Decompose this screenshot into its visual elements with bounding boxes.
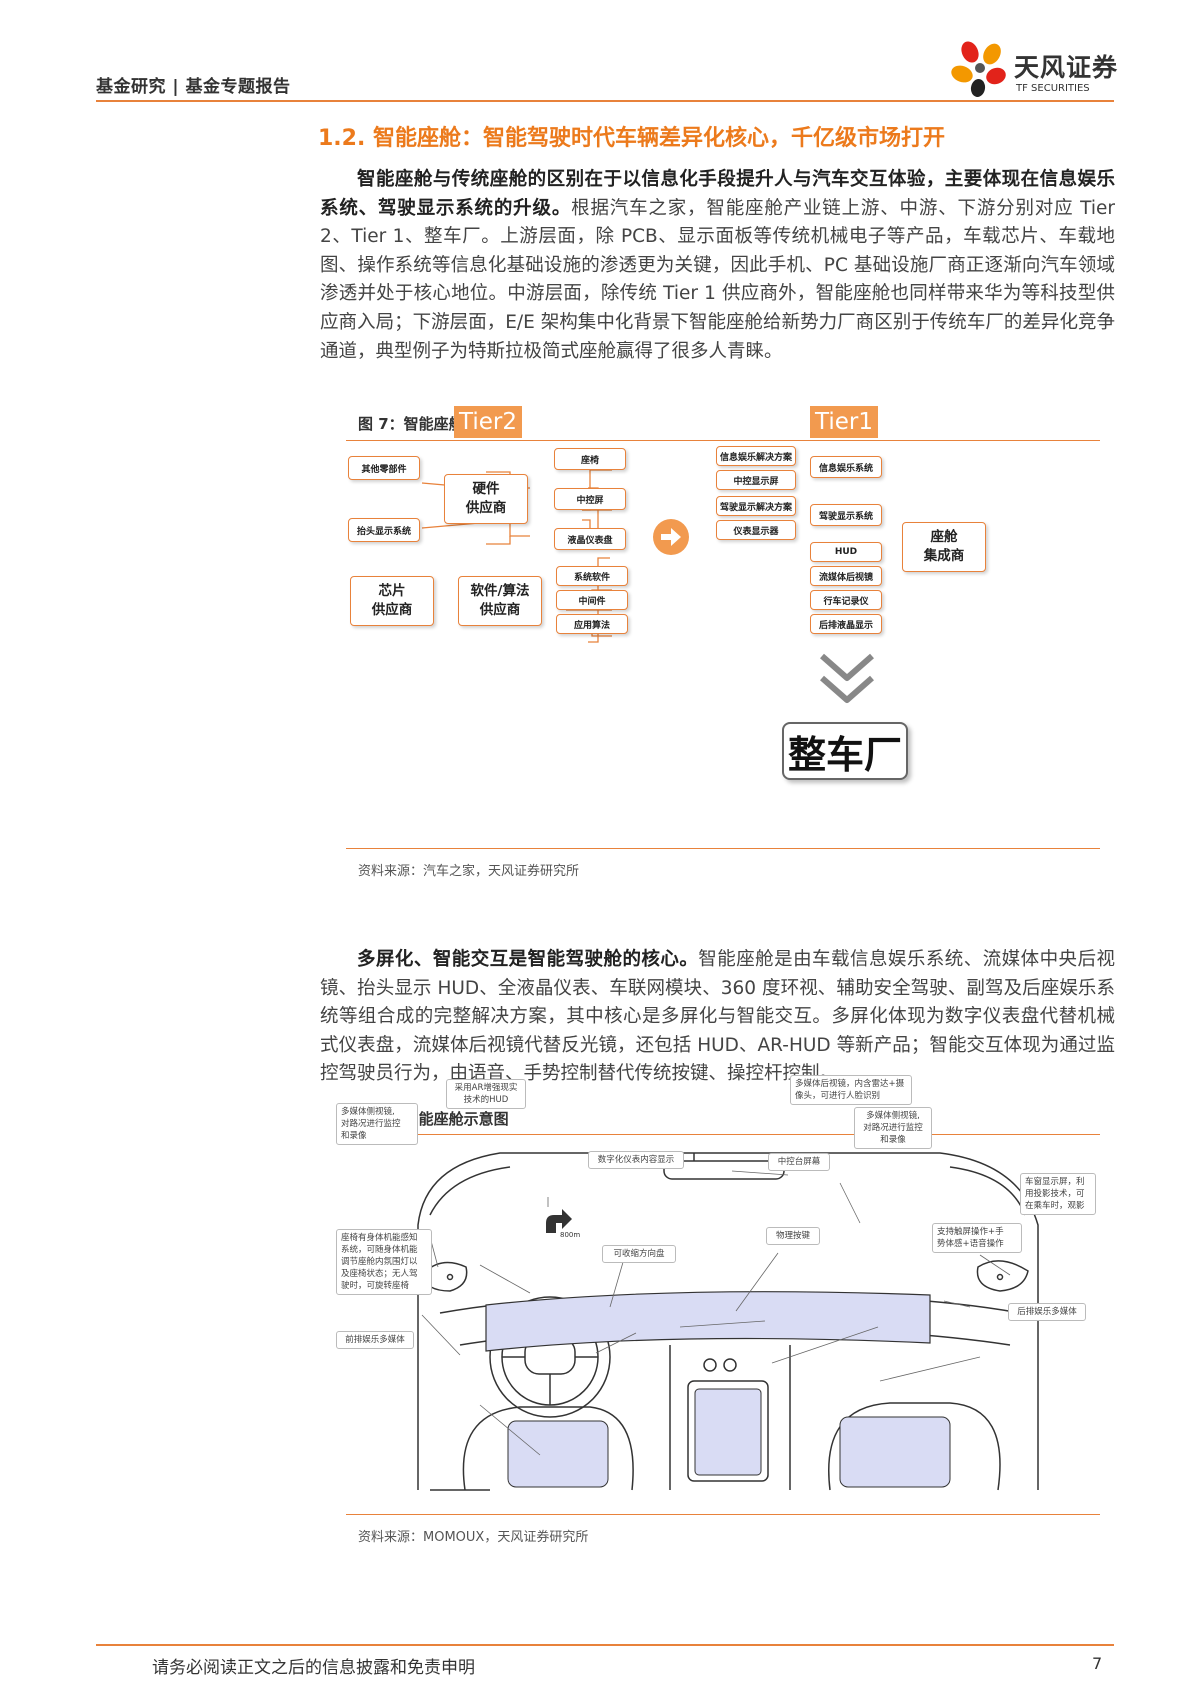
label-distance: 800m (560, 1231, 581, 1239)
footer-divider (96, 1644, 1114, 1646)
label-side-mirror-right: 多媒体侧视镜, 对路况进行监控 和录像 (854, 1107, 932, 1149)
figure-divider (346, 1134, 1100, 1135)
label-window-screen: 车窗显示屏，利 用投影技术，可 在乘车时，观影 (1020, 1173, 1096, 1215)
label-ar-hud: 采用AR增强现实 技术的HUD (446, 1079, 526, 1109)
node-center-screen: 中控屏 (554, 488, 626, 510)
node-app-algorithm: 应用算法 (556, 614, 628, 634)
paragraph-lead: 智能座舱与传统座舱的区别在于以信息化手段提升人与汽车交互体验，主要体现在信息娱乐… (320, 169, 1115, 219)
double-chevron-down-icon (820, 653, 874, 703)
node-streaming-mirror: 流媒体后视镜 (810, 566, 882, 586)
label-front-entertainment: 前排娱乐多媒体 (336, 1331, 414, 1349)
node-infotainment-system: 信息娱乐系统 (810, 456, 882, 478)
node-rear-lcd: 后排液晶显示 (810, 614, 882, 634)
company-logo: 天风证券 TF SECURITIES (950, 40, 1120, 98)
node-driving-display-system: 驾驶显示系统 (810, 504, 882, 526)
label-center-screen: 中控台屏幕 (768, 1153, 830, 1171)
right-arrow-icon (653, 519, 689, 555)
paragraph-body: 智能座舱是由车载信息娱乐系统、流媒体中央后视镜、抬头显示 HUD、全液晶仪表、车… (320, 949, 1115, 1085)
breadcrumb: 基金研究 | 基金专题报告 (96, 77, 291, 97)
section-title: 1.2. 智能座舱：智能驾驶时代车辆差异化核心，千亿级市场打开 (318, 126, 945, 151)
logo-mark-icon (951, 41, 1006, 97)
header-divider (96, 100, 1114, 102)
paragraph-lead: 多屏化、智能交互是智能驾驶舱的核心。 (357, 949, 699, 970)
label-retractable-wheel: 可收缩方向盘 (602, 1245, 676, 1263)
label-side-mirror-left: 多媒体侧视镜, 对路况进行监控 和录像 (336, 1103, 418, 1145)
node-system-software: 系统软件 (556, 566, 628, 586)
node-dashcam: 行车记录仪 (810, 590, 882, 610)
node-seat: 座椅 (554, 448, 626, 470)
label-rear-mirror: 多媒体后视镜，内含雷达+摄 像头，可进行人脸识别 (790, 1075, 912, 1105)
node-instrument-display: 仪表显示器 (716, 520, 796, 540)
node-cockpit-integrator: 座舱 集成商 (902, 522, 986, 572)
figure-source: 资料来源：汽车之家，天风证券研究所 (358, 864, 580, 879)
logo-text-cn: 天风证券 (1014, 53, 1119, 82)
label-digital-cluster: 数字化仪表内容显示 (588, 1151, 684, 1169)
figure-divider (346, 1514, 1100, 1515)
cockpit-illustration: 采用AR增强现实 技术的HUD 多媒体侧视镜, 对路况进行监控 和录像 多媒体后… (336, 1075, 1096, 1505)
node-hud-left: 抬头显示系统 (348, 518, 420, 542)
node-oem: 整车厂 (782, 722, 908, 780)
label-seat-sensing: 座椅有身体机能感知 系统，可随身体机能 调节座舱内氛围灯以 及座椅状态；无人驾 … (336, 1229, 432, 1295)
tier2-badge: Tier2 (454, 406, 522, 438)
node-middleware: 中间件 (556, 590, 628, 610)
paragraph-cockpit-intro: 智能座舱与传统座舱的区别在于以信息化手段提升人与汽车交互体验，主要体现在信息娱乐… (320, 166, 1115, 366)
node-driving-display-solution: 驾驶显示解决方案 (716, 496, 796, 516)
node-software-supplier: 软件/算法 供应商 (458, 576, 542, 626)
paragraph-body: 根据汽车之家，智能座舱产业链上游、中游、下游分别对应 Tier 2、Tier 1… (320, 197, 1115, 362)
figure-divider (346, 440, 1100, 441)
node-lcd-cluster: 液晶仪表盘 (554, 528, 626, 550)
node-chip-supplier: 芯片 供应商 (350, 576, 434, 626)
node-hardware-supplier: 硬件 供应商 (444, 474, 528, 524)
node-center-display: 中控显示屏 (716, 470, 796, 490)
logo-text-en: TF SECURITIES (1016, 83, 1090, 94)
figure-divider (346, 848, 1100, 849)
node-other-parts: 其他零部件 (348, 456, 420, 480)
figure-source: 资料来源：MOMOUX，天风证券研究所 (358, 1530, 589, 1545)
label-rear-entertainment: 后排娱乐多媒体 (1008, 1303, 1086, 1321)
node-infotainment-solution: 信息娱乐解决方案 (716, 446, 796, 466)
page-number: 7 (1092, 1654, 1103, 1673)
cockpit-drawing (417, 1152, 1039, 1491)
paragraph-multiscreen: 多屏化、智能交互是智能驾驶舱的核心。智能座舱是由车载信息娱乐系统、流媒体中央后视… (320, 946, 1115, 1089)
industry-chain-diagram: Tier2 Tier1 其他零部件 抬头显示系统 硬件 供应商 座椅 中控屏 液… (348, 406, 1100, 840)
label-physical-buttons: 物理按键 (766, 1227, 820, 1245)
node-hud: HUD (810, 542, 882, 562)
label-touch-gesture-voice: 支持触屏操作+手 势体感+语音操作 (932, 1223, 1022, 1253)
tier1-badge: Tier1 (810, 406, 878, 438)
footer-disclaimer: 请务必阅读正文之后的信息披露和免责申明 (152, 1658, 475, 1678)
